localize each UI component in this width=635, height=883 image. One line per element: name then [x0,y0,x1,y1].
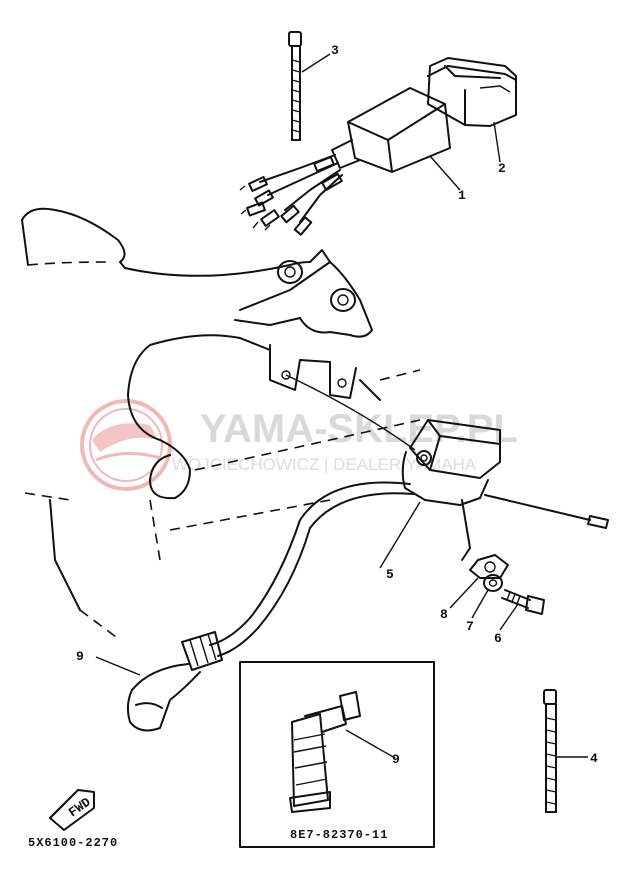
callout-7: 7 [466,619,474,634]
leader-lines [95,53,588,759]
fwd-arrow: FWD [49,789,95,831]
callout-4: 4 [590,751,598,766]
frame-outline [21,207,421,641]
watermark-logo [80,399,172,491]
callouts: 3 2 1 5 8 7 6 9 9 4 [76,43,598,767]
cable-tie-upper [288,31,302,141]
ignition-coil [209,419,609,657]
callout-9-inset: 9 [392,752,400,767]
mount-hole-upper [277,260,303,284]
bolt-part-6 [501,589,545,615]
inset-box: 8E7-82370-11 [239,661,435,848]
callout-1: 1 [458,188,466,203]
watermark-subtitle: WOJCIECHOWICZ | DEALER YAMAHA [172,455,477,474]
washer-part-7 [483,574,503,592]
cable-tie-lower [543,689,557,813]
callout-3: 3 [331,43,339,58]
spark-plug-cap [126,631,223,732]
callout-9: 9 [76,649,84,664]
inset-part-code: 8E7-82370-11 [290,828,388,842]
diagram-code: 5X6100-2270 [28,836,118,850]
wire-terminals [239,175,313,236]
mount-hole-right [330,288,356,312]
watermark-title: YAMA-SKLEP.PL [200,407,518,451]
rubber-cover [427,57,517,127]
cdi-unit [239,87,451,236]
mounting-hardware [469,554,545,615]
watermark: YAMA-SKLEP.PL WOJCIECHOWICZ | DEALER YAM… [80,399,518,491]
spark-plug-cap-alt [289,691,361,813]
callout-2: 2 [498,161,506,176]
nut-part-8 [469,554,509,579]
callout-5: 5 [386,567,394,582]
callout-8: 8 [440,607,448,622]
callout-6: 6 [494,631,502,646]
